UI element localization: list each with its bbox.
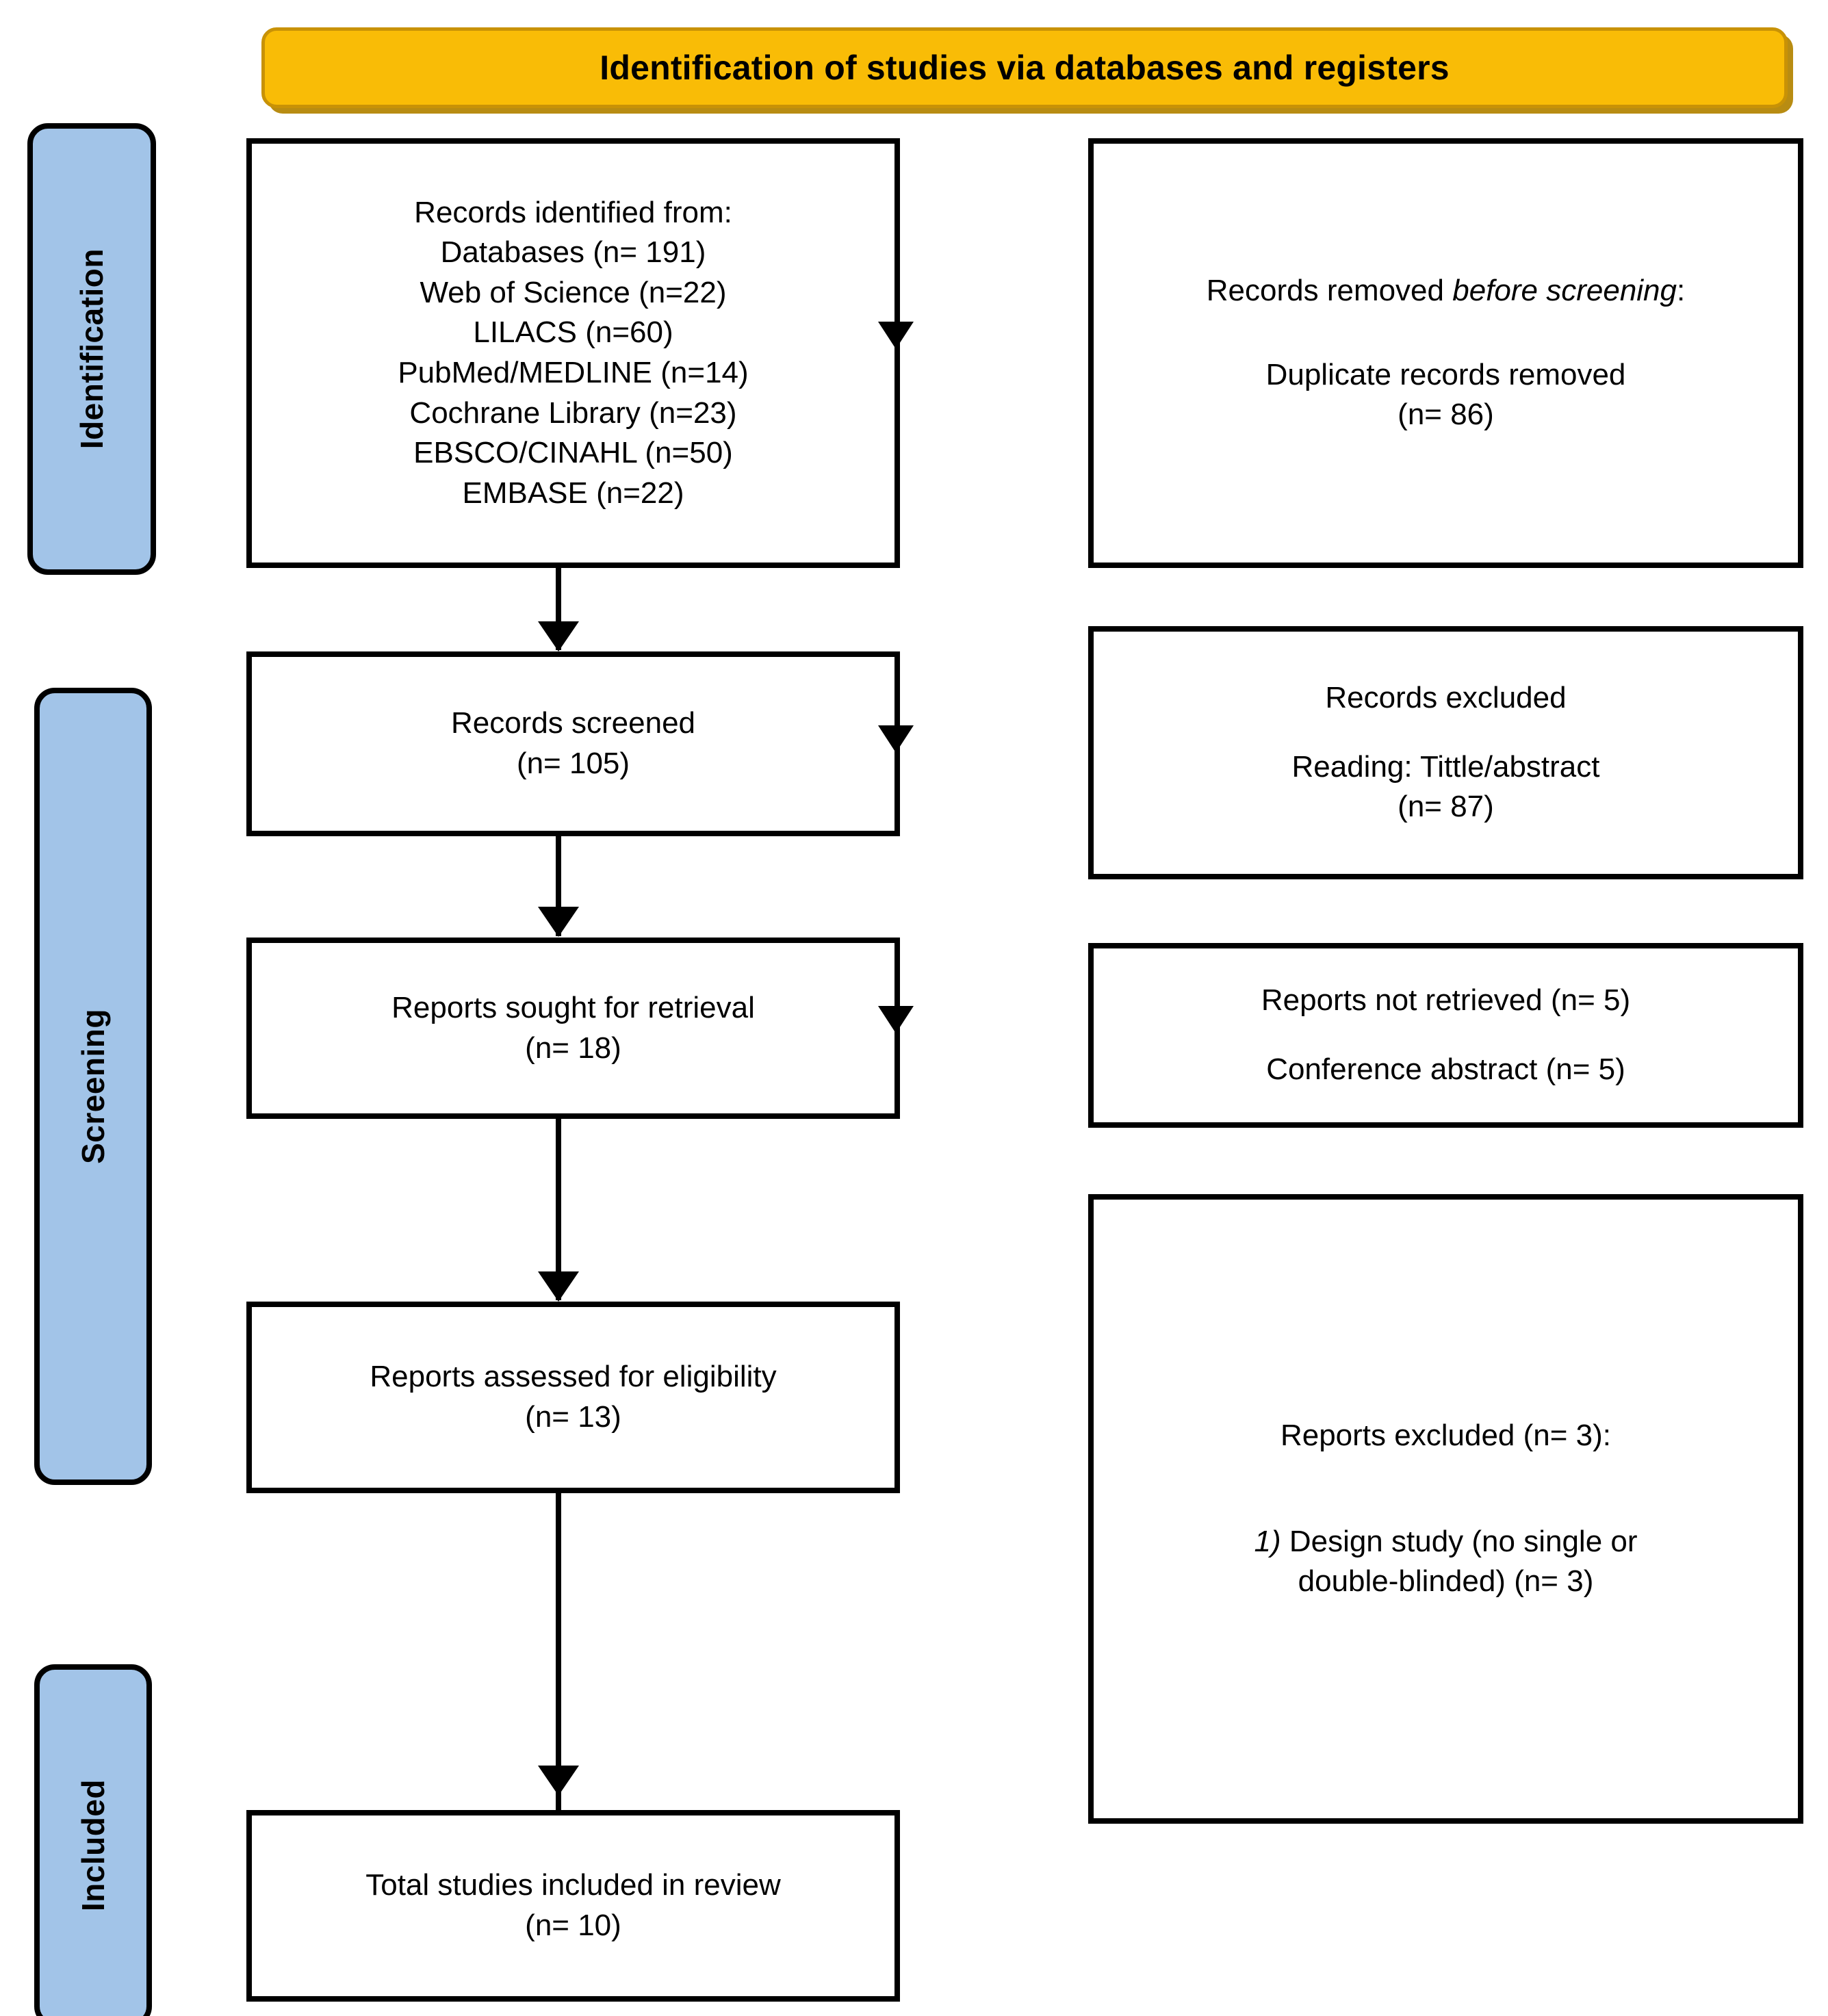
arrowhead-screened-to-sought (538, 907, 579, 937)
connector-sought-to-assessed (556, 1119, 561, 1300)
records-identified-line-5: PubMed/MEDLINE (n=14) (398, 356, 749, 389)
connector-identified-to-screened (556, 568, 561, 650)
records-identified-line-7: EBSCO/CINAHL (n=50) (413, 436, 733, 470)
records-identified-line-6: Cochrane Library (n=23) (409, 396, 737, 430)
arrowhead-assessed-to-included (538, 1766, 579, 1796)
reports-excluded-item-line-1: 1) Design study (no single or (1254, 1522, 1637, 1562)
box-records-screened: Records screened (n= 105) (246, 651, 900, 836)
reports-sought-label: Reports sought for retrieval (391, 990, 755, 1024)
box-reports-assessed-for-eligibility: Reports assessed for eligibility (n= 13) (246, 1302, 900, 1493)
total-included-label: Total studies included in review (365, 1868, 781, 1902)
records-excluded-label: Records excluded (1325, 681, 1567, 715)
stage-pill-screening: Screening (34, 688, 152, 1485)
connector-screened-to-sought (556, 836, 561, 936)
records-identified-line-1: Records identified from: (414, 195, 732, 229)
box-total-studies-included: Total studies included in review (n= 10) (246, 1810, 900, 2002)
box-reports-not-retrieved: Reports not retrieved (n= 5) Conference … (1088, 943, 1803, 1128)
conference-abstract-line: Conference abstract (n= 5) (1266, 1052, 1625, 1086)
records-excluded-reason: Reading: Tittle/abstract (1291, 749, 1600, 784)
reports-excluded-item-line-2: double-blinded) (n= 3) (1298, 1564, 1594, 1599)
reports-assessed-count: (n= 13) (525, 1400, 621, 1434)
records-excluded-count: (n= 87) (1398, 790, 1494, 824)
reports-excluded-label: Reports excluded (n= 3): (1280, 1419, 1612, 1453)
box-reports-sought-for-retrieval: Reports sought for retrieval (n= 18) (246, 938, 900, 1119)
reports-not-retrieved-line: Reports not retrieved (n= 5) (1261, 983, 1631, 1018)
arrowhead-identified-to-screened (538, 621, 579, 651)
box-reports-excluded: Reports excluded (n= 3): 1) Design study… (1088, 1194, 1803, 1824)
box-records-removed-before-screening: Records removed before screening: Duplic… (1088, 138, 1803, 568)
records-identified-line-8: EMBASE (n=22) (462, 476, 684, 510)
stage-label-identification: Identification (74, 248, 110, 450)
reports-excluded-item-marker: 1) (1254, 1524, 1281, 1558)
duplicate-records-removed-count: (n= 86) (1398, 398, 1494, 432)
arrow-marker-sought-to-not-retrieved (878, 1006, 914, 1033)
phase-banner-title: Identification of studies via databases … (600, 49, 1450, 87)
total-included-count: (n= 10) (525, 1909, 621, 1942)
stage-label-screening: Screening (75, 1009, 111, 1164)
phase-banner-identification: Identification of studies via databases … (261, 27, 1788, 108)
arrowhead-sought-to-assessed (538, 1271, 579, 1302)
records-removed-heading-italic: before screening (1452, 274, 1677, 308)
arrow-marker-screened-to-excluded (878, 725, 914, 753)
records-identified-line-2: Databases (n= 191) (440, 235, 706, 270)
stage-label-included: Included (75, 1779, 111, 1912)
stage-pill-included: Included (34, 1664, 152, 2016)
records-identified-line-4: LILACS (n=60) (473, 315, 673, 350)
connector-assessed-to-included (556, 1493, 561, 1815)
records-removed-heading-plain: Records removed (1206, 274, 1453, 308)
box-records-identified: Records identified from: Databases (n= 1… (246, 138, 900, 568)
reports-assessed-label: Reports assessed for eligibility (370, 1360, 777, 1394)
records-removed-heading: Records removed before screening: (1207, 271, 1685, 311)
reports-excluded-item-text-a: Design study (no single or (1280, 1524, 1638, 1558)
records-screened-label: Records screened (450, 706, 696, 740)
duplicate-records-removed-line: Duplicate records removed (1265, 357, 1626, 391)
reports-sought-count: (n= 18) (525, 1031, 621, 1065)
stage-pill-identification: Identification (27, 123, 156, 575)
arrow-marker-identified-to-removed (878, 322, 914, 349)
records-removed-heading-tail: : (1677, 274, 1686, 308)
records-screened-count: (n= 105) (516, 747, 630, 780)
records-identified-line-3: Web of Science (n=22) (420, 275, 727, 309)
box-records-excluded: Records excluded Reading: Tittle/abstrac… (1088, 626, 1803, 879)
